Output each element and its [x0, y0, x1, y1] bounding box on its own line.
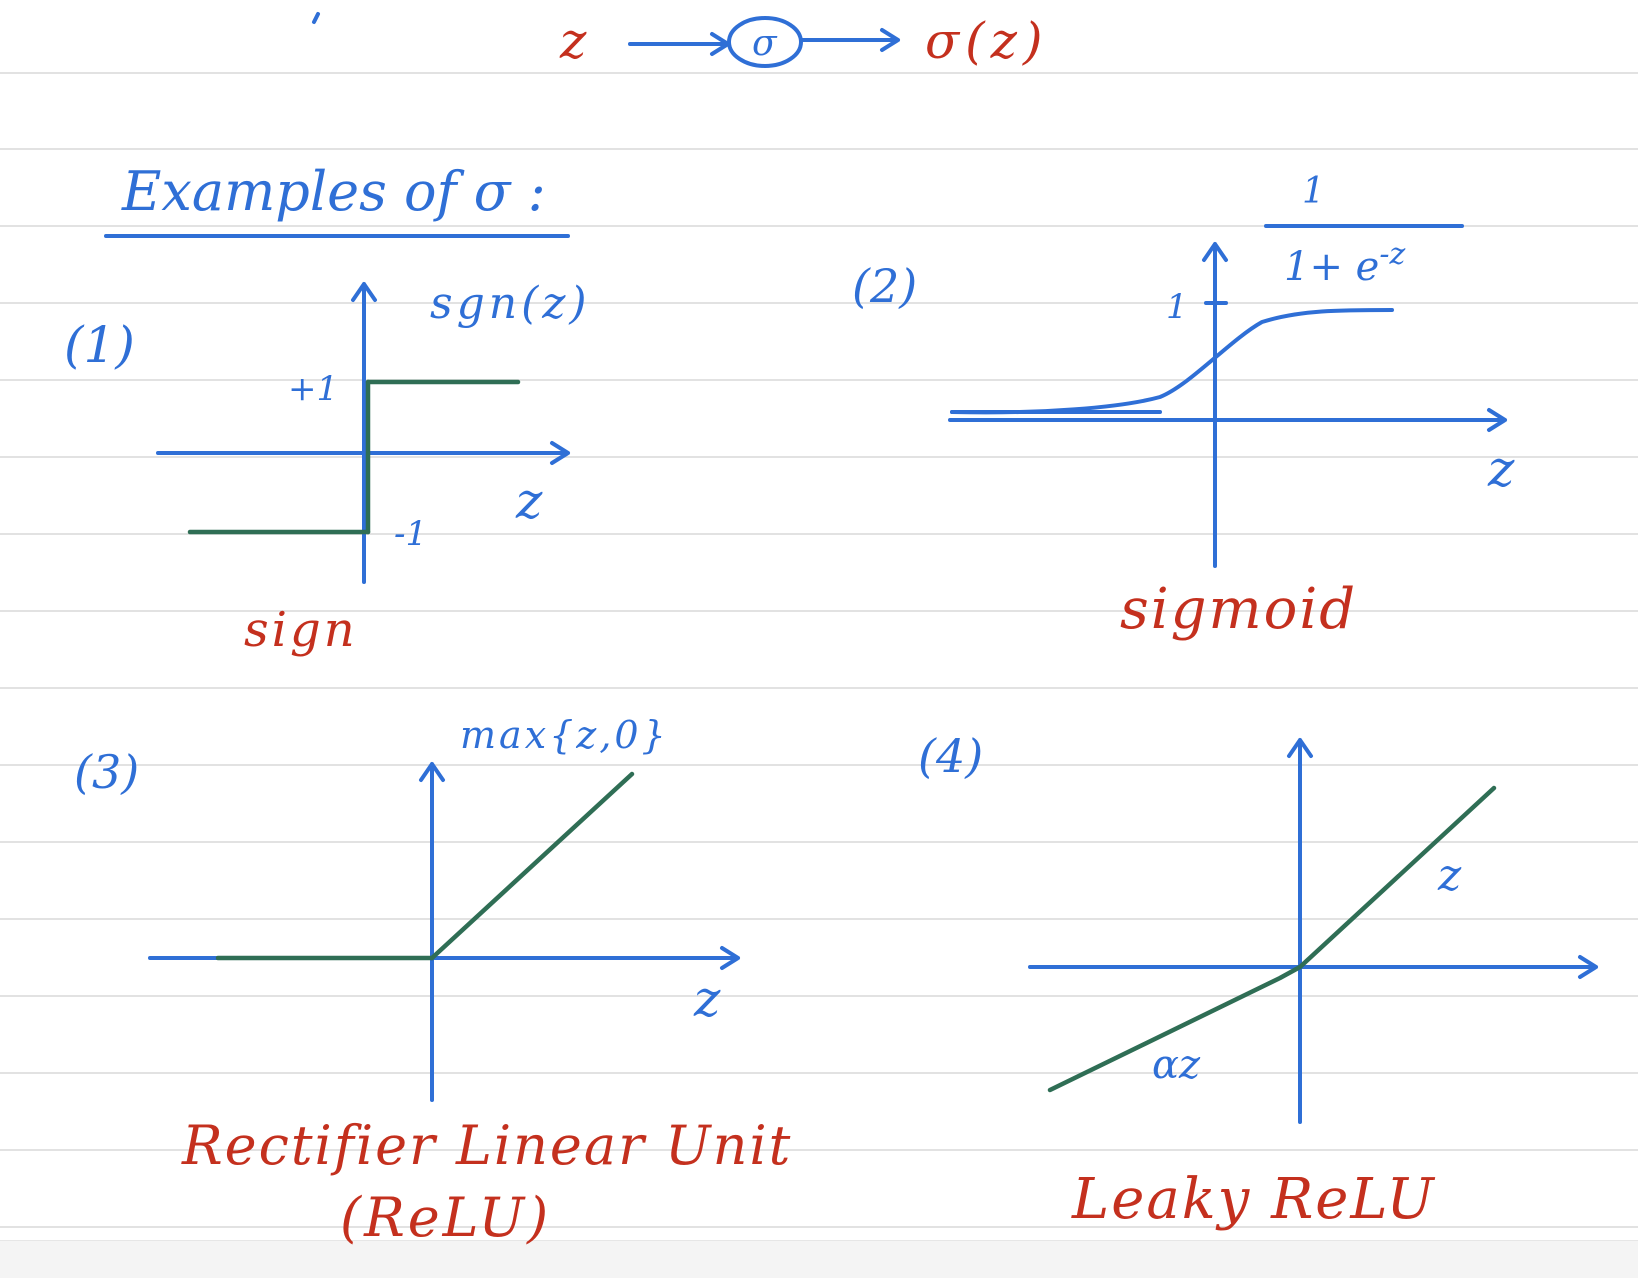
upper-branch-label: z — [1437, 850, 1462, 901]
tick-label-minus-one: -1 — [394, 514, 427, 554]
header-flow: z σ σ(z) — [559, 12, 1049, 70]
axis-label: z — [515, 472, 543, 530]
formula: max{z,0} — [460, 713, 669, 757]
formula-denominator-base: 1+ e — [1284, 244, 1379, 290]
formula: sgn(z) — [430, 278, 591, 329]
header-output: σ(z) — [925, 12, 1049, 70]
header-node-circle — [727, 16, 803, 68]
panel-sign: (1) +1 -1 sgn(z) z sign — [64, 278, 591, 658]
leaky-relu-curve-upper — [1297, 785, 1497, 970]
page-bottom-edge — [0, 1240, 1638, 1278]
page-title: Examples of σ : — [121, 160, 546, 223]
x-axis — [948, 408, 1507, 432]
function-name: sigmoid — [1120, 577, 1357, 642]
y-axis — [1287, 738, 1313, 1124]
stray-mark — [312, 12, 320, 24]
header-input: z — [559, 12, 587, 70]
y-axis — [1202, 242, 1228, 568]
tick-label-one: 1 — [1166, 287, 1188, 327]
leaky-relu-curve-lower — [1047, 964, 1303, 1093]
y-axis — [419, 762, 445, 1102]
panel-relu: (3) max{z,0} z Rectifier Linear Unit (Re… — [74, 713, 792, 1249]
y-axis — [351, 282, 377, 584]
formula-denominator: 1+ e-z — [1284, 237, 1405, 290]
formula-exponent: -z — [1379, 237, 1405, 272]
formula-numerator: 1 — [1302, 171, 1325, 212]
lower-branch-label: αz — [1152, 1042, 1201, 1088]
tick-label-plus-one: +1 — [288, 369, 338, 409]
axis-label: z — [693, 970, 721, 1028]
relu-curve-rising — [429, 771, 635, 961]
panel-number: (4) — [918, 729, 983, 783]
panel-leaky-relu: (4) z αz Leaky ReLU — [918, 729, 1598, 1232]
header-node: σ — [752, 23, 778, 64]
function-name: sign — [244, 602, 358, 658]
header-arrow-1 — [628, 32, 730, 56]
function-name-line1: Rectifier Linear Unit — [181, 1114, 792, 1177]
header-arrow-2 — [800, 28, 900, 52]
sigmoid-curve — [950, 308, 1394, 415]
panel-sigmoid: (2) 1 1+ e-z 1 z sigmoid — [852, 171, 1515, 642]
panel-number: (3) — [74, 745, 139, 799]
panel-number: (1) — [64, 316, 135, 374]
x-axis — [1028, 955, 1598, 979]
function-name: Leaky ReLU — [1071, 1167, 1436, 1232]
panel-number: (2) — [852, 259, 917, 313]
axis-label: z — [1487, 440, 1515, 498]
function-name-line2: (ReLU) — [340, 1186, 551, 1249]
